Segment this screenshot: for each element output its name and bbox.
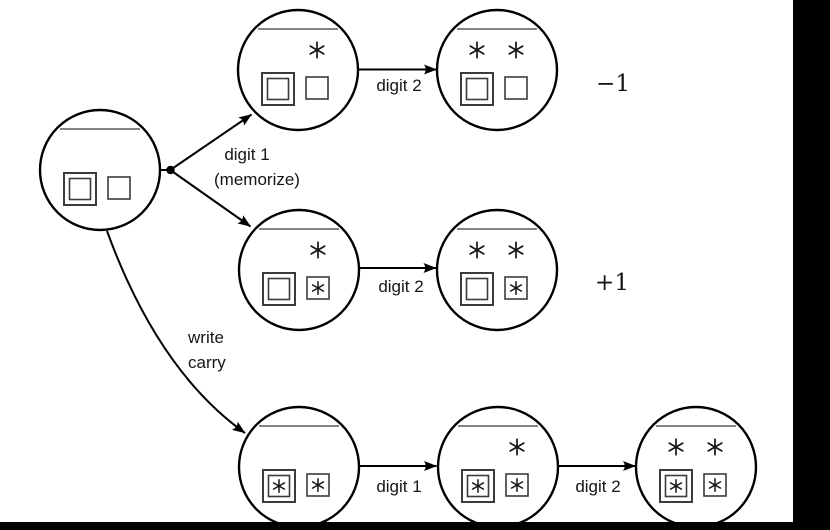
state-circle [634, 405, 758, 529]
double-cell-asterisk-icon [471, 478, 485, 494]
mark-above-left-asterisk-icon [668, 438, 684, 456]
edge-digit1-to-top [170, 113, 253, 171]
asterisk-stroke [272, 482, 286, 490]
state-circle [435, 208, 559, 332]
asterisk-stroke [309, 45, 325, 55]
double-square-inner [266, 77, 290, 101]
state-bottom-after-digit2 [634, 405, 758, 529]
single-square [504, 76, 528, 100]
double-square-outer [461, 469, 495, 503]
state-bottom-after-digit1 [436, 405, 560, 529]
mark-above-right-asterisk-icon [509, 438, 525, 456]
double-square-inner [664, 474, 688, 498]
single-square [107, 176, 131, 200]
label-plus-one: +1 [595, 270, 629, 296]
mark-above-left-asterisk-icon [469, 241, 485, 259]
label-write-carry-line1: write [187, 328, 224, 347]
double-cell-asterisk-icon [669, 478, 683, 494]
state-top-after-digit2 [435, 8, 559, 132]
asterisk-stroke [668, 442, 684, 452]
asterisk-stroke [707, 442, 723, 452]
double-square-outer [460, 72, 494, 106]
mark-above-right-asterisk-icon [508, 41, 524, 59]
mark-above-right-asterisk-icon [310, 241, 326, 259]
single-cell-asterisk-icon [311, 280, 325, 296]
asterisk-stroke [310, 245, 326, 255]
double-square-outer [460, 272, 494, 306]
edge-digit1-to-mid [170, 169, 252, 228]
double-square-inner [267, 277, 291, 301]
state-start [38, 108, 162, 232]
nodes-layer [38, 8, 758, 529]
asterisk-stroke [471, 482, 485, 490]
asterisk-stroke [311, 284, 325, 292]
asterisk-stroke [508, 245, 524, 255]
double-square-inner [465, 77, 489, 101]
bottom-black-bar [0, 522, 830, 530]
single-cell-asterisk-icon [311, 477, 325, 493]
state-circle [237, 208, 361, 332]
edges-layer [106, 64, 636, 471]
single-square [305, 76, 329, 100]
double-square-outer [262, 469, 296, 503]
labels-layer: digit 1 (memorize) digit 2 −1 digit 2 +1 write… [187, 71, 630, 496]
label-digit2-bottom: digit 2 [575, 477, 620, 496]
right-black-bar [793, 0, 830, 530]
mark-above-right-asterisk-icon [309, 41, 325, 59]
mark-above-right-asterisk-icon [508, 241, 524, 259]
state-circle [237, 405, 361, 529]
asterisk-stroke [509, 284, 523, 292]
double-square-inner [68, 177, 92, 201]
label-minus-one: −1 [596, 71, 630, 97]
asterisk-stroke [669, 482, 683, 490]
double-square-outer [63, 172, 97, 206]
single-square [505, 473, 529, 497]
double-square-outer [262, 272, 296, 306]
mark-above-right-asterisk-icon [707, 438, 723, 456]
double-cell-asterisk-icon [272, 478, 286, 494]
state-mid-after-digit2 [435, 208, 559, 332]
label-digit1-bottom: digit 1 [376, 477, 421, 496]
asterisk-stroke [469, 245, 485, 255]
single-cell-asterisk-icon [509, 280, 523, 296]
double-square-outer [659, 469, 693, 503]
asterisk-stroke [508, 45, 524, 55]
mark-above-left-asterisk-icon [469, 41, 485, 59]
state-carry-written [237, 405, 361, 529]
double-square-inner [466, 474, 490, 498]
state-top-after-digit1 [236, 8, 360, 132]
asterisk-stroke [510, 481, 524, 489]
label-digit1-memorize-line2: (memorize) [214, 170, 300, 189]
double-square-inner [267, 474, 291, 498]
single-cell-asterisk-icon [510, 477, 524, 493]
state-circle [38, 108, 162, 232]
state-circle [436, 405, 560, 529]
label-digit1-memorize-line1: digit 1 [224, 145, 269, 164]
single-square [306, 473, 330, 497]
label-write-carry-line2: carry [188, 353, 226, 372]
label-digit2-top: digit 2 [376, 76, 421, 95]
asterisk-stroke [311, 481, 325, 489]
single-cell-asterisk-icon [708, 477, 722, 493]
asterisk-stroke [469, 45, 485, 55]
double-square-inner [465, 277, 489, 301]
double-square-outer [261, 72, 295, 106]
single-square [703, 473, 727, 497]
state-mid-after-digit1 [237, 208, 361, 332]
single-square [306, 276, 330, 300]
single-square [504, 276, 528, 300]
asterisk-stroke [509, 442, 525, 452]
state-circle [236, 8, 360, 132]
state-circle [435, 8, 559, 132]
edge-write-carry [106, 230, 246, 434]
asterisk-stroke [708, 481, 722, 489]
label-digit2-mid: digit 2 [378, 277, 423, 296]
branch-dot [166, 165, 175, 175]
